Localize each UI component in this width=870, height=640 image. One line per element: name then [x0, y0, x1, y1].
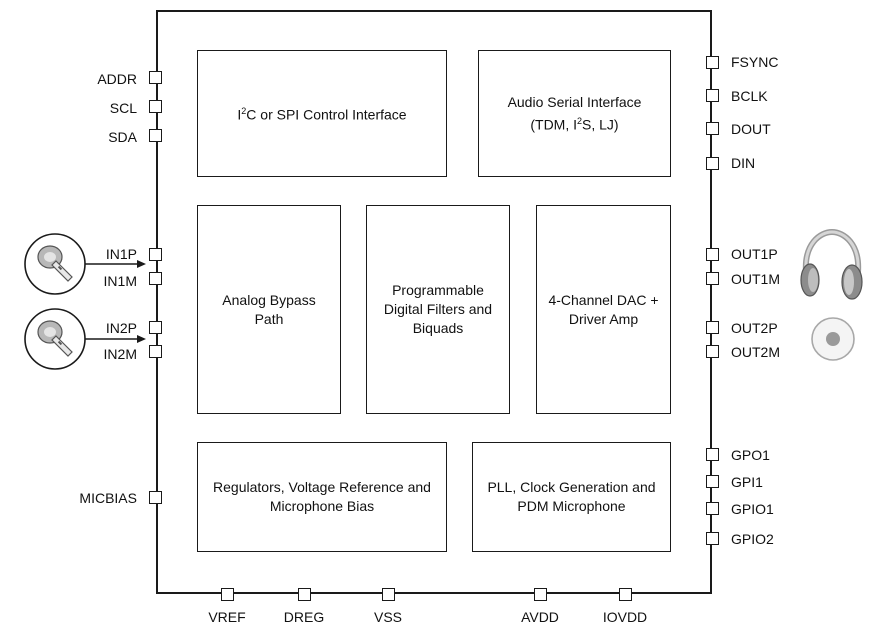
- pin-label-scl: SCL: [109, 100, 137, 116]
- pin-label-gpi1: GPI1: [731, 474, 763, 490]
- pin-label-fsync: FSYNC: [731, 54, 779, 70]
- headphones-icon: [800, 228, 863, 300]
- regulators-label: Regulators, Voltage Reference and Microp…: [213, 479, 431, 514]
- digital-filters-label: Programmable Digital Filters and Biquads: [383, 282, 493, 336]
- pll-label: PLL, Clock Generation and PDM Microphone: [487, 479, 656, 514]
- pin-label-bclk: BCLK: [731, 88, 768, 104]
- pin-label-vref: VREF: [208, 609, 246, 625]
- pin-avdd: [534, 588, 547, 601]
- pin-gpi1: [706, 475, 719, 488]
- pin-label-gpio2: GPIO2: [731, 531, 774, 547]
- pin-in2p: [149, 321, 162, 334]
- pin-label-dreg: DREG: [283, 609, 325, 625]
- pin-label-in2m: IN2M: [103, 346, 137, 362]
- pin-label-in1m: IN1M: [103, 273, 137, 289]
- pin-label-gpio1: GPIO1: [731, 501, 774, 517]
- pin-label-addr: ADDR: [97, 71, 137, 87]
- pin-label-iovdd: IOVDD: [602, 609, 648, 625]
- pin-in1m: [149, 272, 162, 285]
- pin-gpo1: [706, 448, 719, 461]
- pin-out1p: [706, 248, 719, 261]
- pin-label-dout: DOUT: [731, 121, 771, 137]
- digital-filters-block: Programmable Digital Filters and Biquads: [366, 205, 510, 414]
- pin-dreg: [298, 588, 311, 601]
- analog-bypass-block: Analog Bypass Path: [197, 205, 341, 414]
- pin-gpio1: [706, 502, 719, 515]
- pin-addr: [149, 71, 162, 84]
- pin-label-din: DIN: [731, 155, 756, 171]
- pin-label-sda: SDA: [108, 129, 137, 145]
- pin-scl: [149, 100, 162, 113]
- pll-block: PLL, Clock Generation and PDM Microphone: [472, 442, 671, 552]
- pin-din: [706, 157, 719, 170]
- pin-out1m: [706, 272, 719, 285]
- pin-label-avdd: AVDD: [521, 609, 559, 625]
- control-interface-label: I2C or SPI Control Interface: [237, 106, 407, 123]
- dac-block: 4-Channel DAC + Driver Amp: [536, 205, 671, 414]
- audio-serial-interface-block: Audio Serial Interface (TDM, I2S, LJ): [478, 50, 671, 177]
- pin-out2m: [706, 345, 719, 358]
- pin-out2p: [706, 321, 719, 334]
- pin-label-micbias: MICBIAS: [79, 490, 137, 506]
- microphone-icon: [24, 233, 146, 295]
- pin-label-gpo1: GPO1: [731, 447, 770, 463]
- dac-label: 4-Channel DAC + Driver Amp: [548, 291, 659, 327]
- regulators-block: Regulators, Voltage Reference and Microp…: [197, 442, 447, 552]
- pin-label-out1p: OUT1P: [731, 246, 778, 262]
- pin-vss: [382, 588, 395, 601]
- pin-label-out1m: OUT1M: [731, 271, 780, 287]
- pin-gpio2: [706, 532, 719, 545]
- audio-serial-interface-label: Audio Serial Interface (TDM, I2S, LJ): [507, 93, 642, 133]
- pin-in1p: [149, 248, 162, 261]
- pin-in2m: [149, 345, 162, 358]
- pin-iovdd: [619, 588, 632, 601]
- pin-micbias: [149, 491, 162, 504]
- pin-label-out2p: OUT2P: [731, 320, 778, 336]
- pin-dout: [706, 122, 719, 135]
- analog-bypass-label: Analog Bypass Path: [222, 291, 316, 327]
- pin-vref: [221, 588, 234, 601]
- microphone-icon: [24, 308, 146, 370]
- pin-bclk: [706, 89, 719, 102]
- control-interface-block: I2C or SPI Control Interface: [197, 50, 447, 177]
- pin-label-in2p: IN2P: [105, 320, 137, 336]
- pin-label-vss: VSS: [373, 609, 402, 625]
- speaker-icon: [811, 317, 855, 361]
- pin-label-out2m: OUT2M: [731, 344, 780, 360]
- pin-sda: [149, 129, 162, 142]
- pin-fsync: [706, 56, 719, 69]
- pin-label-in1p: IN1P: [105, 246, 137, 262]
